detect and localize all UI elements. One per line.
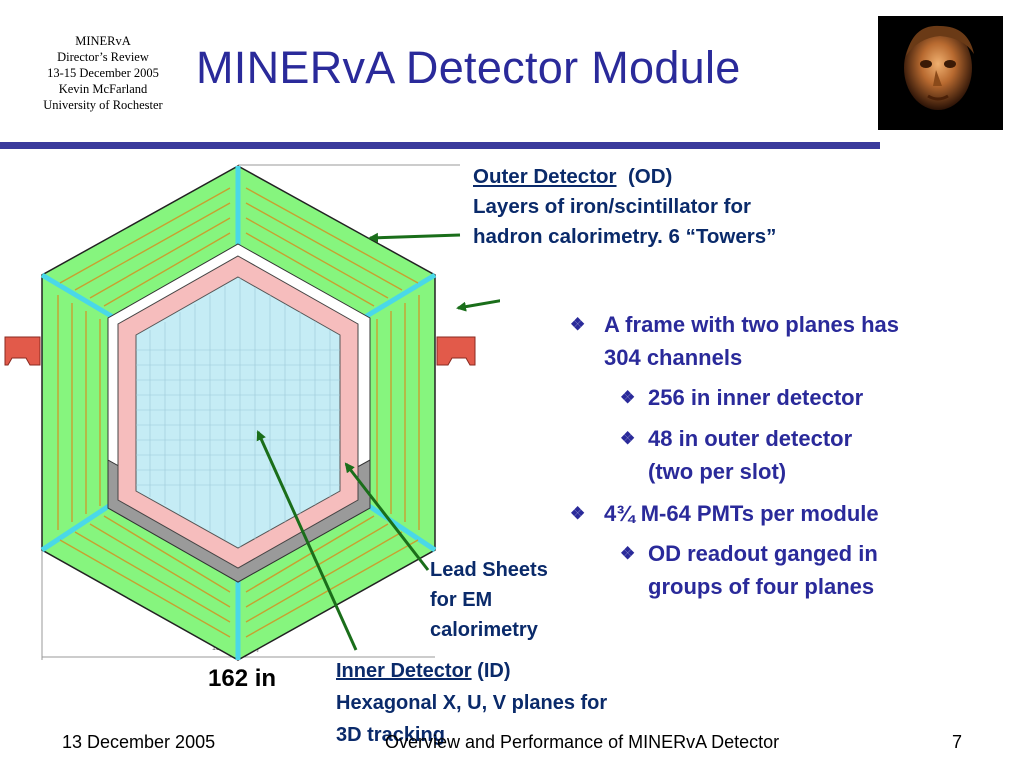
lead-arrow — [344, 462, 430, 571]
id-line2: Hexagonal X, U, V planes for — [336, 692, 608, 714]
od-arrow-1 — [368, 232, 461, 243]
info-line: Director’s Review — [57, 50, 149, 64]
inner-detector-callout: Inner Detector (ID) Hexagonal X, U, V pl… — [336, 655, 607, 751]
bullet-diamond-icon: ❖ — [570, 315, 586, 334]
tower-boundaries — [40, 166, 437, 660]
lead-sheets-callout: Lead Sheets for EM calorimetry — [430, 555, 548, 645]
sub-bullet-item: ❖ 48 in outer detector (two per slot) — [620, 422, 1024, 488]
footer-title: Overview and Performance of MINERvA Dete… — [385, 732, 780, 752]
lead-line3: calorimetry — [430, 619, 538, 641]
info-line: 13-15 December 2005 — [47, 66, 159, 80]
od-abbr: (OD) — [627, 165, 673, 188]
presenter-info: MINERvA Director’s Review 13-15 December… — [8, 33, 198, 113]
left-mount-bracket — [4, 336, 41, 366]
bullet-text: 48 in outer detector (two per slot) — [648, 426, 853, 484]
id-grid — [136, 278, 340, 548]
id-name: Inner Detector — [336, 660, 472, 682]
id-arrow — [256, 430, 358, 651]
bullet-text: 4¾ M-64 PMTs per module — [604, 501, 879, 526]
bullet-diamond-icon: ❖ — [570, 504, 586, 523]
inner-detector-planes — [135, 276, 341, 549]
bullet-text: 256 in inner detector — [648, 385, 864, 410]
bullet-text: OD readout ganged in groups of four plan… — [648, 541, 878, 599]
bullet-diamond-icon: ❖ — [620, 544, 636, 563]
outer-detector-callout: Outer Detector (OD) Layers of iron/scint… — [473, 162, 776, 252]
od-line2: Layers of iron/scintillator for — [473, 195, 751, 218]
od-name: Outer Detector — [473, 165, 617, 188]
portrait-icon — [878, 16, 1003, 130]
info-line: University of Rochester — [43, 98, 163, 112]
bullet-diamond-icon: ❖ — [620, 388, 636, 407]
info-line: MINERvA — [75, 34, 131, 48]
footer-date: 13 December 2005 — [62, 732, 216, 752]
bullet-item: ❖ 4¾ M-64 PMTs per module — [570, 497, 984, 530]
id-abbr: (ID) — [477, 660, 511, 682]
bullet-diamond-icon: ❖ — [620, 429, 636, 448]
right-mount-bracket — [436, 336, 476, 366]
od-line3: hadron calorimetry. 6 “Towers” — [473, 225, 777, 248]
title-rule — [0, 142, 880, 149]
lead-line2: for EM — [430, 589, 493, 611]
portrait-image — [878, 16, 1003, 130]
info-line: Kevin McFarland — [58, 82, 148, 96]
sub-bullet-item: ❖ OD readout ganged in groups of four pl… — [620, 537, 1024, 603]
page-number: 7 — [952, 732, 963, 752]
detector-diagram: 136,00[3454,4] — [4, 164, 500, 661]
bullet-item: ❖ A frame with two planes has 304 channe… — [570, 308, 984, 374]
lead-line1: Lead Sheets — [430, 559, 548, 581]
od-arrow-2 — [456, 299, 500, 312]
id-line3: 3D tracking — [336, 724, 445, 746]
dimension-label: 162 in — [208, 665, 277, 692]
bullet-text: A frame with two planes has 304 channels — [604, 312, 900, 370]
slide-title: MINERvA Detector Module — [196, 42, 741, 93]
sub-bullet-item: ❖ 256 in inner detector — [620, 381, 1024, 414]
